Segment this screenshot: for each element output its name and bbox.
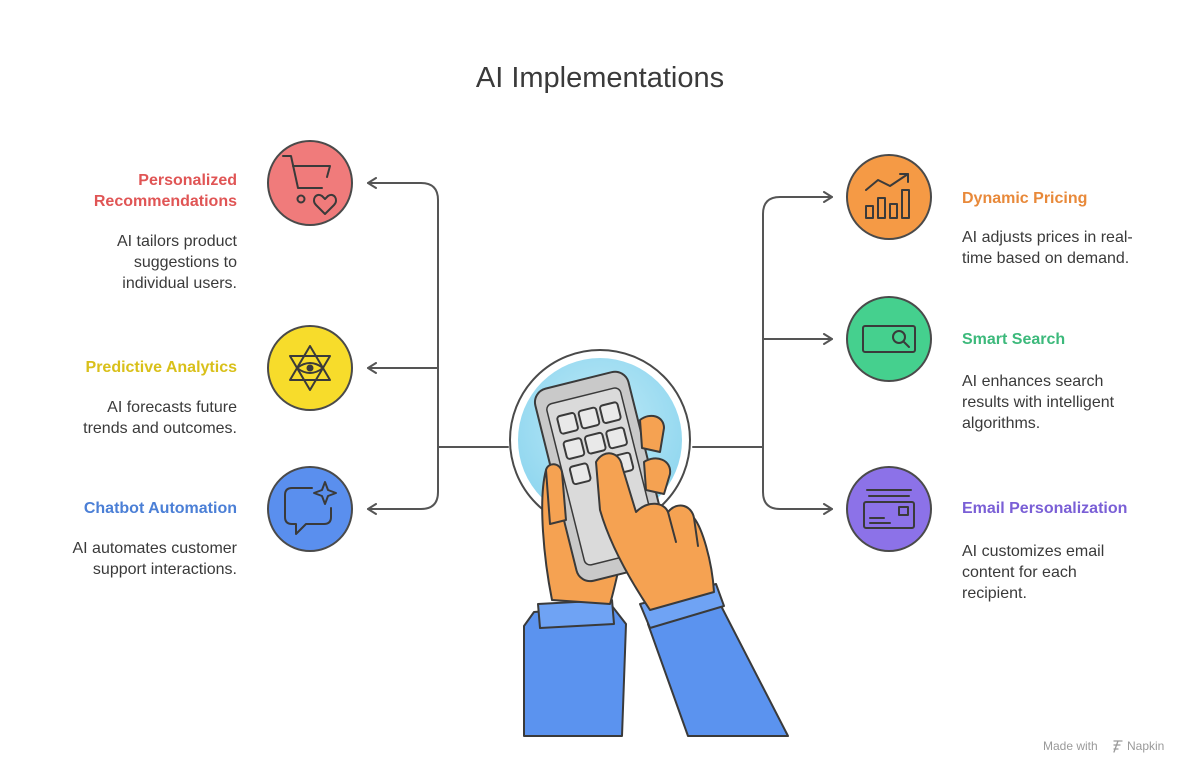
left-finger-1 (639, 414, 665, 453)
icon-circle-predictive (267, 325, 353, 411)
chat-sparkle-icon (284, 481, 337, 535)
napkin-logo-icon (1113, 740, 1123, 753)
diagram-title: AI Implementations (476, 62, 724, 94)
cart-heart-icon (282, 155, 338, 215)
email-card-icon (863, 489, 915, 529)
item-dynamic-pricing: Dynamic Pricing AI adjusts prices in rea… (962, 190, 1133, 267)
item-chatbot: Chatbot Automation AI automates customer… (72, 500, 237, 578)
item-description: support interactions. (93, 561, 237, 578)
item-smart-search: Smart Search AI enhances search results … (962, 331, 1115, 432)
item-description: AI forecasts future (107, 399, 237, 416)
star-eye-icon (289, 345, 331, 391)
connector-dynamic-pricing (692, 191, 833, 448)
item-description: AI enhances search (962, 373, 1103, 390)
item-predictive: Predictive Analytics AI forecasts future… (83, 359, 237, 437)
connector-personalized (367, 177, 509, 448)
connector-email (762, 446, 833, 515)
item-description: individual users. (122, 275, 237, 292)
item-label: Dynamic Pricing (962, 190, 1087, 207)
right-hand-knuckles (667, 511, 699, 547)
item-description: suggestions to (134, 254, 237, 271)
right-hand-pointing (595, 452, 715, 611)
item-label: Recommendations (94, 193, 237, 210)
icon-circle-chatbot (267, 466, 353, 552)
item-description: AI tailors product (117, 233, 238, 250)
item-label: Email Personalization (962, 500, 1127, 517)
watermark: Made with Napkin (1043, 739, 1164, 753)
item-description: AI adjusts prices in real- (962, 229, 1133, 246)
search-card-icon (862, 325, 916, 353)
connector-chatbot (367, 446, 439, 515)
item-description: AI customizes email (962, 543, 1104, 560)
watermark-brand: Napkin (1127, 739, 1164, 753)
left-sleeve (523, 605, 627, 737)
icon-circle-personalized (267, 140, 353, 226)
item-description: AI automates customer (72, 540, 237, 557)
item-label: Predictive Analytics (86, 359, 238, 376)
item-description: content for each (962, 564, 1077, 581)
item-label: Personalized (138, 172, 237, 189)
item-personalized: Personalized Recommendations AI tailors … (94, 172, 238, 292)
item-label: Smart Search (962, 331, 1065, 348)
bar-chart-trend-icon (865, 173, 910, 219)
icon-circle-dynamic-pricing (846, 154, 932, 240)
center-illustration (509, 349, 789, 737)
watermark-text: Made with (1043, 739, 1098, 753)
item-label: Chatbot Automation (84, 500, 237, 517)
left-finger-2 (643, 457, 672, 495)
item-description: recipient. (962, 585, 1027, 602)
item-description: results with intelligent (962, 394, 1115, 411)
item-description: trends and outcomes. (83, 420, 237, 437)
item-description: algorithms. (962, 415, 1040, 432)
icon-circle-smart-search (846, 296, 932, 382)
left-thumb (545, 463, 567, 525)
icon-circle-email (846, 466, 932, 552)
item-description: time based on demand. (962, 250, 1129, 267)
item-email: Email Personalization AI customizes emai… (962, 500, 1127, 602)
connectors (367, 177, 833, 515)
